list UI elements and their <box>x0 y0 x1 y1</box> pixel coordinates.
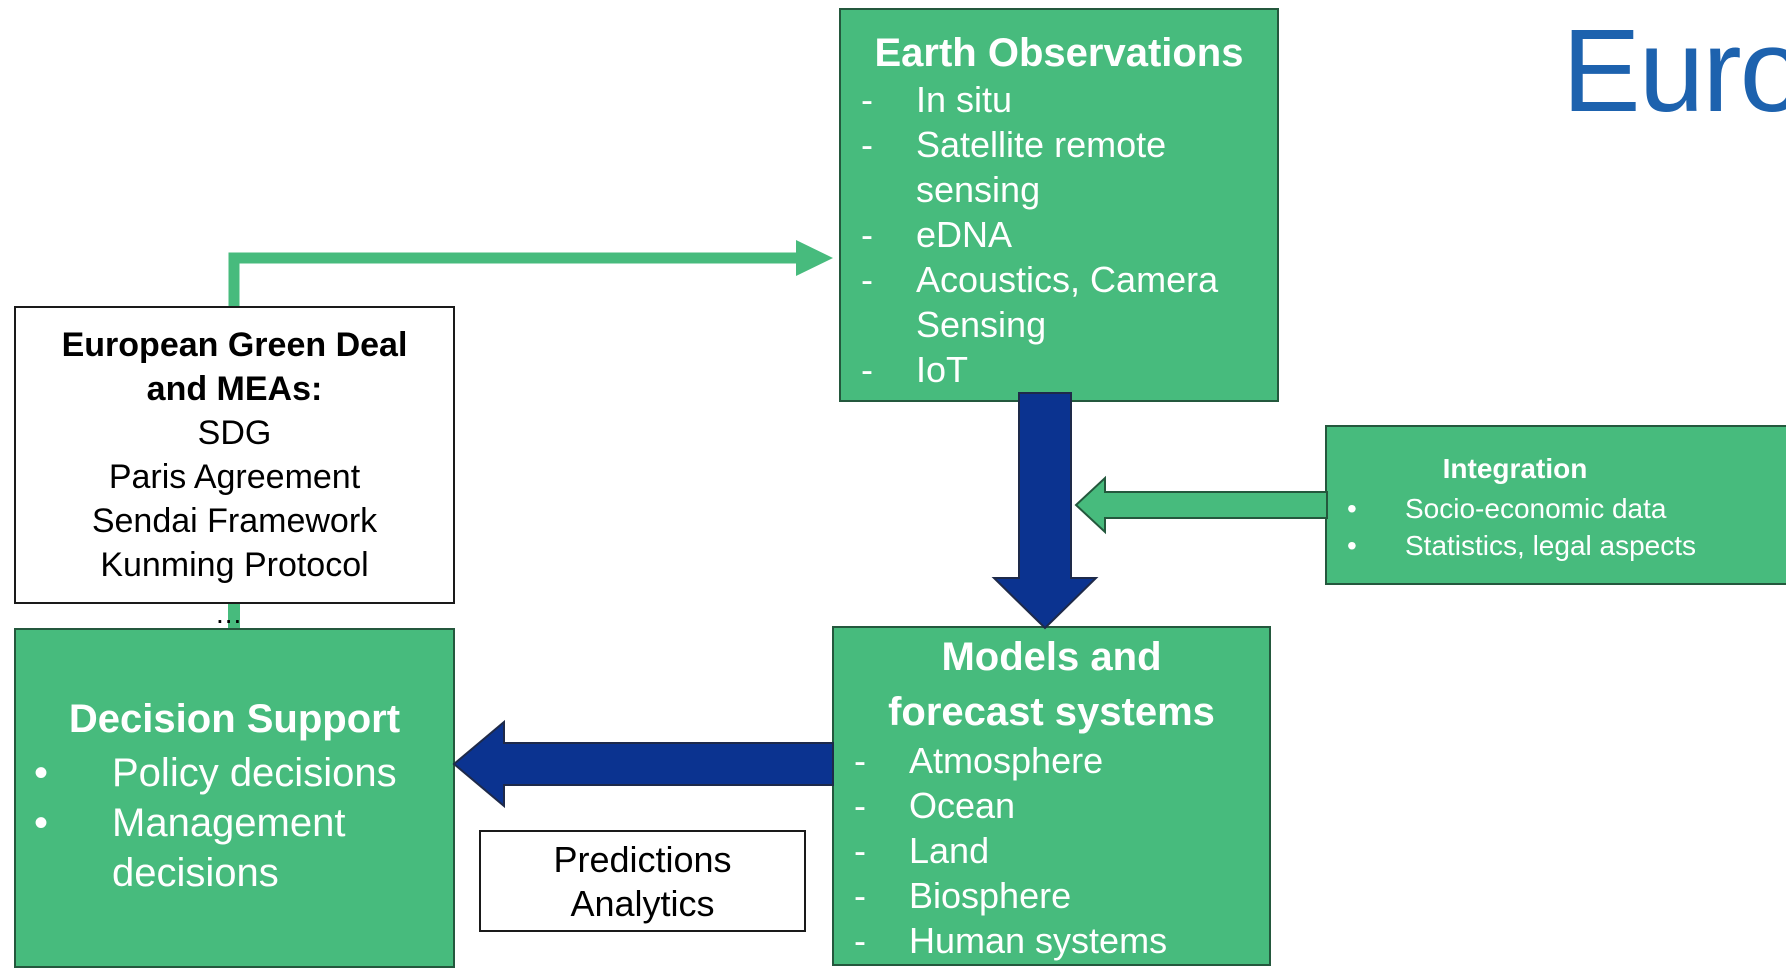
integration-list: • Socio-economic data • Statistics, legal … <box>1327 490 1786 564</box>
list-item: • Socio-economic data <box>1347 490 1786 527</box>
list-item-text: Land <box>909 830 990 871</box>
dash-marker: - <box>861 124 873 165</box>
list-item: - Atmosphere <box>854 738 1269 783</box>
earth-observations-box: Earth Observations - In situ - Satellite r… <box>839 8 1279 402</box>
list-item-text: IoT <box>916 349 969 390</box>
list-item-text: Policy decisions <box>112 751 397 795</box>
bullet-marker: • <box>1347 493 1357 524</box>
bullet-marker: • <box>1347 530 1357 561</box>
list-item-text: Human systems <box>909 920 1168 961</box>
green-deal-title-line2: and MEAs: <box>146 370 323 408</box>
bullet-marker: • <box>34 801 49 845</box>
dash-marker: - <box>854 740 866 781</box>
list-item: - Biosphere <box>854 873 1269 918</box>
dash-marker: - <box>861 349 873 390</box>
list-item-text: Socio-economic data <box>1405 493 1667 524</box>
list-item: - Satellite remote sensing <box>861 122 1277 212</box>
models-list: - Atmosphere - Ocean - Land - Biosphere - Hum… <box>834 738 1269 963</box>
list-item-text: Statistics, legal aspects <box>1405 530 1697 561</box>
earth-observations-list: - In situ - Satellite remote sensing - eDNA… <box>841 77 1277 392</box>
dash-marker: - <box>854 875 866 916</box>
dash-marker: - <box>861 259 873 300</box>
green-deal-to-earth-observations-arrow <box>228 240 833 306</box>
bullet-marker: • <box>34 751 49 795</box>
dash-marker: - <box>861 214 873 255</box>
list-item-text: Atmosphere <box>909 740 1104 781</box>
list-item: - eDNA <box>861 212 1277 257</box>
green-deal-box: European Green Deal and MEAs: SDG Paris … <box>14 306 455 604</box>
dash-marker: - <box>854 785 866 826</box>
list-item: - Acoustics, Camera Sensing <box>861 257 1277 347</box>
list-item: • Management decisions <box>34 798 453 898</box>
ellipsis-text: ... <box>216 598 243 629</box>
list-item-text: Ocean <box>909 785 1016 826</box>
list-item-text: Acoustics, Camera Sensing <box>916 259 1219 345</box>
list-item-text: Management decisions <box>112 801 346 895</box>
decision-support-title: Decision Support <box>68 697 401 741</box>
list-item: - Ocean <box>854 783 1269 828</box>
green-deal-item: Sendai Framework <box>91 502 378 540</box>
list-item: - Human systems <box>854 918 1269 963</box>
models-forecast-box: Models and forecast systems - Atmosphere … <box>832 626 1271 966</box>
list-item-text: In situ <box>916 79 1013 120</box>
list-item-text: Biosphere <box>909 875 1072 916</box>
list-item: • Policy decisions <box>34 748 453 798</box>
integration-title: Integration <box>1442 453 1588 484</box>
decision-support-box: Decision Support • Policy decisions • Mana… <box>14 628 455 968</box>
list-item: - IoT <box>861 347 1277 392</box>
list-item: • Statistics, legal aspects <box>1347 527 1786 564</box>
earth-observations-title: Earth Observations <box>874 31 1244 75</box>
green-deal-item: SDG <box>197 414 272 452</box>
green-deal-title-line1: European Green Deal <box>61 326 408 364</box>
euro-logo: Euro <box>1562 5 1786 137</box>
list-item-text: Satellite remote sensing <box>916 124 1167 210</box>
analytics-line: Analytics <box>570 883 715 924</box>
models-title-line1: Models and <box>941 635 1162 679</box>
dash-marker: - <box>854 920 866 961</box>
dash-marker: - <box>854 830 866 871</box>
list-item: - Land <box>854 828 1269 873</box>
decision-support-list: • Policy decisions • Management decisions <box>16 748 453 898</box>
integration-box: Integration • Socio-economic data • Statis… <box>1325 425 1786 585</box>
list-item: - In situ <box>861 77 1277 122</box>
green-deal-to-decision-support-connector <box>228 602 240 630</box>
list-item-text: eDNA <box>916 214 1013 255</box>
dash-marker: - <box>861 79 873 120</box>
models-title-line2: forecast systems <box>888 690 1215 734</box>
predictions-line: Predictions <box>553 839 732 880</box>
predictions-box: Predictions Analytics <box>479 830 806 932</box>
green-deal-item: Kunming Protocol <box>100 546 369 584</box>
green-deal-item: Paris Agreement <box>108 458 361 496</box>
